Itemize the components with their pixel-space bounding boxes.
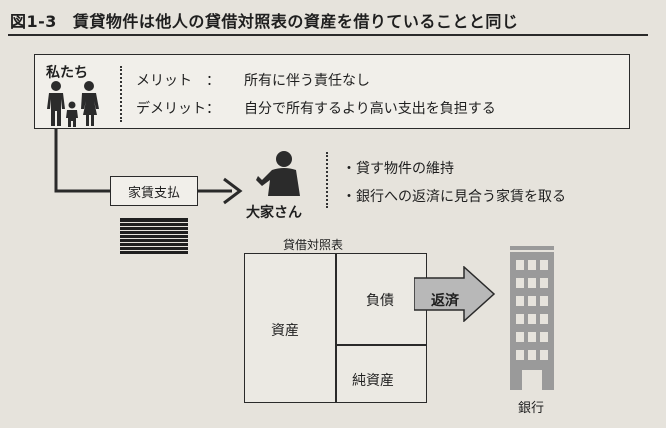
figure-title-text: 賃貸物件は他人の貸借対照表の資産を借りていることと同じ xyxy=(72,12,519,31)
figure-number: 図1-3 xyxy=(10,12,57,31)
we-divider xyxy=(120,66,122,122)
landlord-bullet-2: ・銀行への返済に見合う家賃を取る xyxy=(342,189,566,205)
we-box xyxy=(34,54,630,129)
assets-cell: 資産 xyxy=(271,323,299,339)
bank-label: 銀行 xyxy=(518,401,545,416)
repayment-label: 返済 xyxy=(431,293,459,309)
demerit-row: デメリット： 自分で所有するより高い支出を負担する xyxy=(136,98,496,118)
demerit-label: デメリット： xyxy=(136,101,220,117)
merit-row: メリット ： 所有に伴う責任なし xyxy=(136,70,370,90)
family-icon xyxy=(47,81,99,127)
landlord-icon xyxy=(256,151,300,196)
landlord-label: 大家さん xyxy=(246,205,302,221)
landlord-divider xyxy=(326,152,328,208)
landlord-bullet-1: ・貸す物件の維持 xyxy=(342,161,454,177)
repayment-arrow xyxy=(414,266,496,322)
money-stack-icon xyxy=(120,218,188,254)
we-label: 私たち xyxy=(46,65,88,81)
liabilities-cell: 負債 xyxy=(366,293,394,309)
title-underline xyxy=(8,34,648,36)
balance-sheet-divider-h xyxy=(335,344,427,346)
bank-building-icon xyxy=(510,246,554,390)
balance-sheet-title: 貸借対照表 xyxy=(283,238,344,252)
demerit-text: 自分で所有するより高い支出を負担する xyxy=(244,101,496,117)
merit-label: メリット ： xyxy=(136,73,220,89)
figure-title: 図1-3 賃貸物件は他人の貸借対照表の資産を借りていることと同じ xyxy=(10,8,518,32)
balance-sheet-divider-v xyxy=(335,253,337,403)
net-assets-cell: 純資産 xyxy=(352,373,394,389)
rent-payment-box: 家賃支払 xyxy=(110,176,198,206)
merit-text: 所有に伴う責任なし xyxy=(244,73,370,89)
